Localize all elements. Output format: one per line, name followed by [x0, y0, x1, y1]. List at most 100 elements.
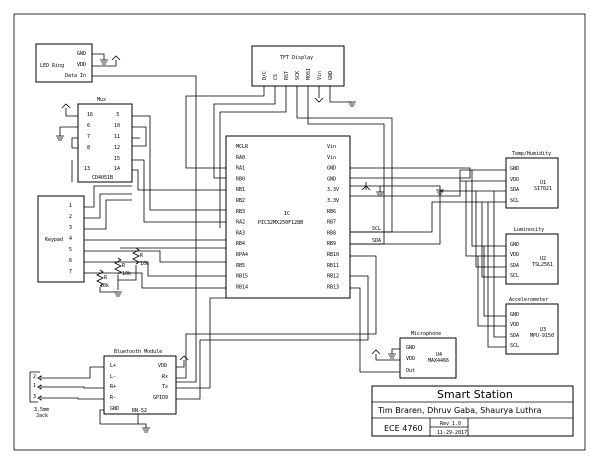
mux-cd4051b: Mux 16 6 7 8 13 3 10 11 12 15 14 CD4051B	[77, 97, 133, 183]
title-block-authors: Tim Braren, Dhruv Gaba, Shaurya Luthra	[377, 406, 542, 415]
lum-ref: U2	[540, 256, 546, 262]
audio-jack: 2 1 3 3.5mm Jack	[29, 371, 49, 419]
jack-pin-2: 2	[33, 374, 36, 380]
ic-pin-rb12-r12: RB12	[327, 274, 339, 280]
tft-pin-sck: SCK	[295, 71, 301, 80]
ic-pin-rb9-r9: RB9	[327, 241, 336, 247]
mic-pin-vdd: VDD	[406, 356, 415, 362]
resistor-network: R 10k R 10k R 10k	[96, 247, 149, 289]
tft-pin-dc: D/C	[262, 71, 268, 80]
ic-pin-rpa4: RPA4	[236, 252, 248, 258]
resistor-2-value: 10k	[122, 271, 131, 277]
accel-part: MPU-9150	[530, 333, 554, 339]
mic-title: Microphone	[411, 331, 441, 337]
scl-net-label: SCL	[372, 226, 381, 232]
resistor-2-label: R	[122, 263, 126, 269]
luminosity-sensor: Luminosity GND VDD SDA SCL U2 TSL2561	[505, 227, 559, 285]
mic-part: MAX4466	[428, 358, 449, 364]
temp-ref: U1	[540, 180, 546, 186]
led-ring: LED Ring GND VDD Data In	[35, 43, 93, 83]
led-pin-vdd: VDD	[77, 62, 86, 68]
ic-pin-rb10-r10: RB10	[327, 252, 339, 258]
tft-pin-cs: CS	[273, 74, 279, 80]
ic-pin-rb11-r11: RB11	[327, 263, 339, 269]
tft-title: TFT Display	[280, 55, 313, 61]
mux-pin-12: 12	[114, 145, 120, 151]
lum-title: Luminosity	[514, 227, 544, 233]
led-pin-data: Data In	[65, 73, 86, 79]
bt-pin-lplus: L+	[110, 363, 116, 369]
resistor-1-label: R	[140, 253, 144, 259]
bt-pin-rminus: R-	[110, 395, 116, 401]
temp-pin-gnd: GND	[510, 166, 519, 172]
ic-pin-rb0: RB0	[236, 176, 245, 182]
led-pin-gnd: GND	[77, 51, 86, 57]
ic-pin-mclr: MCLR	[236, 144, 249, 150]
ic-pin-rb8-r8: RB8	[327, 230, 336, 236]
keypad-pin-2: 2	[69, 214, 72, 220]
title-block-course: ECE 4760	[384, 424, 423, 433]
jack-pin-3: 3	[33, 394, 36, 400]
mux-label: Mux	[97, 97, 106, 103]
bt-pin-gnd: GND	[110, 406, 119, 412]
accelerometer: Accelerometer GND VDD SDA SCL U3 MPU-915…	[505, 297, 559, 355]
lum-pin-gnd: GND	[510, 242, 519, 248]
temp-humidity-sensor: Temp/Humidity GND VDD SDA SCL U1 SI7021	[505, 151, 559, 209]
resistor-3-value: 10k	[100, 283, 109, 289]
jack-pin-1: 1	[33, 383, 36, 389]
ic-pin-ra2: RA2	[236, 220, 245, 226]
title-block-date: 11-29-2017	[437, 430, 467, 436]
accel-ref: U3	[540, 327, 546, 333]
title-block-rev: Rev 1.0	[440, 421, 461, 427]
sda-net-label: SDA	[372, 238, 381, 244]
lum-pin-scl: SCL	[510, 273, 519, 279]
mux-pin-14: 14	[114, 166, 120, 172]
pic32-ic: IC PIC32MX250F128B MCLRRA0RA1RB0RB1RB2RB…	[225, 135, 381, 299]
ic-pin-ra1: RA1	[236, 166, 245, 172]
ic-pin-gnd-r2: GND	[327, 166, 336, 172]
bt-title: Bluetooth Module	[114, 349, 162, 355]
bt-part: RN-52	[132, 408, 147, 414]
accel-title: Accelerometer	[509, 297, 548, 303]
ic-pin-vin-r1: Vin	[327, 155, 336, 161]
accel-pin-scl: SCL	[510, 343, 519, 349]
ic-pin-ra0: RA0	[236, 155, 245, 161]
title-block: Smart Station Tim Braren, Dhruv Gaba, Sh…	[371, 385, 574, 437]
lum-pin-sda: SDA	[510, 263, 519, 269]
mux-pin-11: 11	[114, 134, 120, 140]
mux-part: CD4051B	[92, 175, 113, 181]
mic-ref: U4	[436, 352, 442, 358]
ic-pin-rb14: RB14	[236, 284, 248, 290]
ic-pin-rb5: RB5	[236, 263, 245, 269]
mux-pin-7: 7	[87, 134, 90, 140]
accel-pin-gnd: GND	[510, 312, 519, 318]
keypad-pin-6: 6	[69, 258, 72, 264]
temp-title: Temp/Humidity	[512, 151, 551, 157]
accel-pin-vdd: VDD	[510, 322, 519, 328]
ic-pin-rb7-r7: RB7	[327, 220, 336, 226]
ic-pin-33v-r4: 3.3V	[327, 187, 339, 193]
mux-pin-10: 10	[114, 123, 120, 129]
mic-pin-gnd: GND	[406, 345, 415, 351]
mux-pin-13: 13	[84, 166, 90, 172]
tft-pin-vin: Vin	[317, 71, 323, 80]
temp-pin-vdd: VDD	[510, 177, 519, 183]
drawing-frame	[13, 13, 586, 451]
ic-pin-vin-r0: Vin	[327, 144, 336, 150]
ic-pin-gnd-r3: GND	[327, 176, 336, 182]
bt-pin-rx: Rx	[162, 374, 168, 380]
ic-pin-ra3: RA3	[236, 230, 245, 236]
ic-pin-33v-r5: 3.3V	[327, 198, 339, 204]
ic-left-pins: MCLRRA0RA1RB0RB1RB2RB3RA2RA3RB4RPA4RB5RB…	[236, 144, 249, 290]
resistor-1-value: 10k	[140, 261, 149, 267]
mux-pin-6: 6	[87, 123, 90, 129]
mux-pin-16: 16	[87, 112, 93, 118]
bt-pin-tx: Tx	[162, 384, 168, 390]
bt-pin-rplus: R+	[110, 384, 116, 390]
ic-pin-rb13-r13: RB13	[327, 284, 339, 290]
temp-pin-sda: SDA	[510, 187, 519, 193]
ic-right-pins: VinVinGNDGND3.3V3.3VRB6RB7RB8RB9RB10RB11…	[327, 144, 381, 290]
tft-display: TFT Display D/C CS RST SCK MOSI Vin GND	[251, 45, 345, 87]
mux-pin-8: 8	[87, 145, 90, 151]
